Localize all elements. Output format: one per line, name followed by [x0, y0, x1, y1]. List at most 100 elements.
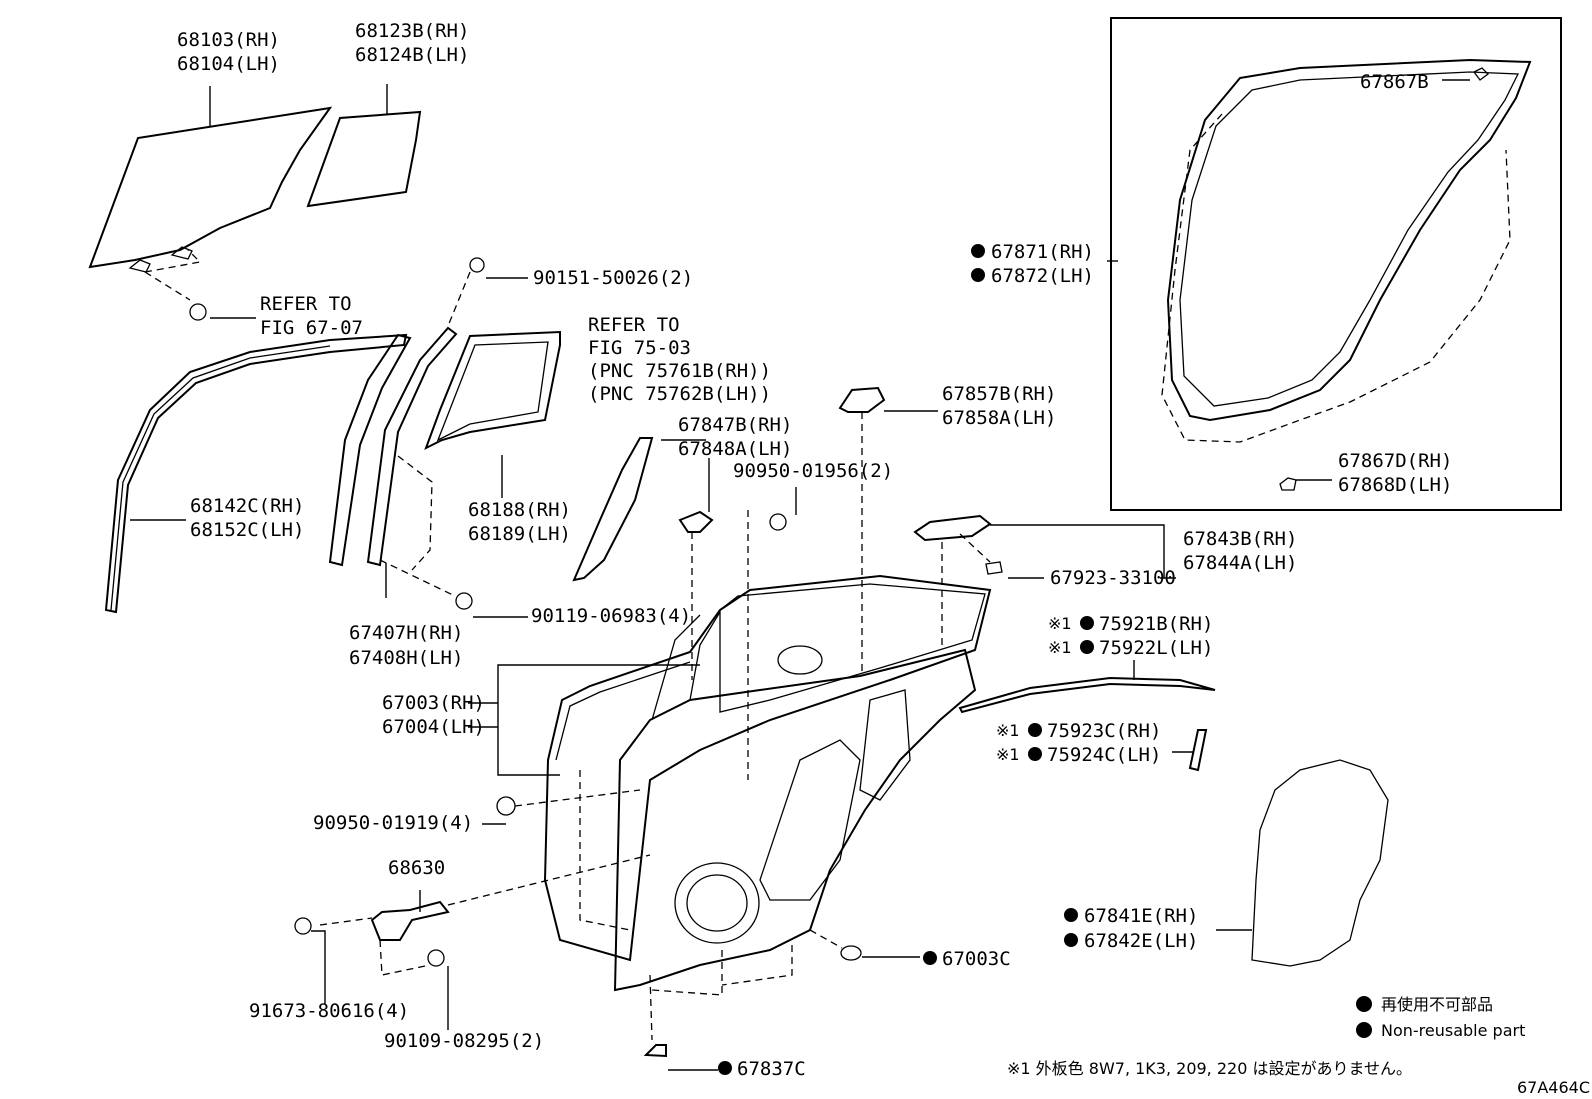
label-90109: 90109-08295(2)	[384, 1030, 544, 1052]
hole-plug-dash	[809, 929, 843, 949]
label-68104: 68104(LH)	[177, 53, 280, 75]
non-reusable-marker-67841	[1064, 908, 1078, 922]
label-67843b: 67843B(RH)	[1183, 528, 1297, 550]
label-68124b: 68124B(LH)	[355, 44, 469, 66]
label-67844a: 67844A(LH)	[1183, 552, 1297, 574]
handle-recess	[777, 645, 823, 675]
label-68103: 68103(RH)	[177, 29, 280, 51]
label-68123b: 68123B(RH)	[355, 20, 469, 42]
plug-large-dash	[514, 789, 641, 807]
door-glass-shape	[88, 106, 333, 269]
figure-code: 67A464C	[1517, 1078, 1590, 1097]
label-67837c: 67837C	[737, 1058, 806, 1080]
label-67003: 67003(RH)	[382, 692, 485, 714]
label-67923: 67923-33100	[1050, 567, 1176, 589]
molding-shape	[958, 676, 1216, 714]
service-hole-2	[859, 689, 911, 801]
label-refer-67-line1: REFER TO	[260, 293, 352, 315]
glass-clip-2	[170, 246, 193, 260]
label-67408h: 67408H(LH)	[349, 647, 463, 669]
garnish-shape	[572, 437, 654, 582]
non-reusable-marker-67003c	[923, 951, 937, 965]
frame-inner	[436, 341, 549, 442]
outer-panel-shape	[543, 574, 992, 962]
quarter-glass-shape	[306, 110, 422, 208]
label-90119: 90119-06983(4)	[531, 605, 691, 627]
label-67872: 67872(LH)	[991, 265, 1094, 287]
legend-japanese: 再使用不可部品	[1381, 995, 1493, 1014]
speaker-hole	[674, 862, 760, 944]
filled-circle-icon	[1356, 996, 1372, 1012]
glass-run-inner	[110, 345, 331, 611]
panel-dash-2	[649, 945, 793, 1041]
label-67857b: 67857B(RH)	[942, 383, 1056, 405]
inset-clip-bottom	[1279, 477, 1297, 491]
non-reusable-marker-75921	[1080, 616, 1094, 630]
leader-lines	[130, 79, 1470, 1071]
panel-dash-1	[579, 770, 631, 931]
glass-clip-1	[128, 259, 151, 273]
inset-box	[1110, 17, 1562, 511]
label-67407h: 67407H(RH)	[349, 622, 463, 644]
label-75923c: 75923C(RH)	[1047, 720, 1161, 742]
label-90950-01956: 90950-01956(2)	[733, 460, 893, 482]
bracket-dash	[941, 533, 991, 650]
check-shape	[370, 900, 450, 941]
label-refer-75-line3: (PNC 75761B(RH))	[588, 360, 771, 382]
weatherstrip-shape	[1166, 58, 1532, 422]
label-67841e: 67841E(RH)	[1084, 905, 1198, 927]
weatherstrip-dash	[1161, 113, 1511, 443]
note-mark-75924: ※1	[996, 745, 1020, 764]
glass-dash	[144, 249, 202, 301]
hole-plug-shape	[840, 945, 862, 961]
inner-frame-shape	[613, 648, 977, 992]
glass-bolt	[189, 303, 207, 321]
service-hole	[759, 739, 861, 901]
label-68152c: 68152C(LH)	[190, 519, 304, 541]
label-67867b: 67867B	[1360, 71, 1429, 93]
label-refer-75-line4: (PNC 75762B(LH))	[588, 383, 771, 405]
label-90950-01919: 90950-01919(4)	[313, 812, 473, 834]
check-dash	[319, 854, 651, 976]
label-75922l: 75922L(LH)	[1099, 637, 1213, 659]
handle-shape	[838, 386, 886, 413]
label-refer-75-line2: FIG 75-03	[588, 337, 691, 359]
sheet-shape	[1251, 759, 1389, 967]
non-reusable-marker-67872	[971, 268, 985, 282]
note-mark-75923: ※1	[996, 721, 1020, 740]
inner-frame-window	[719, 583, 986, 713]
label-67003c: 67003C	[942, 948, 1011, 970]
label-67868d: 67868D(LH)	[1338, 474, 1452, 496]
label-75921b: 75921B(RH)	[1099, 613, 1213, 635]
label-67004: 67004(LH)	[382, 716, 485, 738]
note-mark-75922: ※1	[1048, 638, 1072, 657]
label-90151: 90151-50026(2)	[533, 267, 693, 289]
speaker-hole-inner	[686, 874, 748, 932]
check-bolt-2	[427, 949, 445, 967]
outer-panel-inner	[555, 661, 691, 761]
non-reusable-marker-67842	[1064, 933, 1078, 947]
sash-bolt	[455, 592, 473, 610]
label-67867d: 67867D(RH)	[1338, 450, 1452, 472]
footnote: ※1 外板色 8W7, 1K3, 209, 220 は設定がありません。	[1007, 1059, 1412, 1078]
check-bolt-1	[294, 917, 312, 935]
top-bolt	[469, 257, 485, 273]
label-68189: 68189(LH)	[468, 523, 571, 545]
weatherstrip-inner	[1179, 71, 1520, 407]
label-67847b: 67847B(RH)	[678, 414, 792, 436]
plug-small	[769, 513, 787, 531]
inset-clip-top	[1473, 67, 1489, 81]
top-bolt-dash	[447, 271, 471, 327]
label-refer-75-line1: REFER TO	[588, 314, 680, 336]
label-91673: 91673-80616(4)	[249, 1000, 409, 1022]
label-refer-67-line2: FIG 67-07	[260, 317, 363, 339]
label-75924c: 75924C(LH)	[1047, 744, 1161, 766]
bottom-clip-shape	[643, 1044, 667, 1058]
plug-large	[496, 796, 516, 816]
molding-small-shape	[1188, 729, 1208, 772]
glass-run-shape	[104, 333, 408, 614]
center-sash-shape	[366, 326, 458, 567]
sash-shape	[328, 333, 412, 567]
legend-english: Non-reusable part	[1381, 1021, 1525, 1040]
